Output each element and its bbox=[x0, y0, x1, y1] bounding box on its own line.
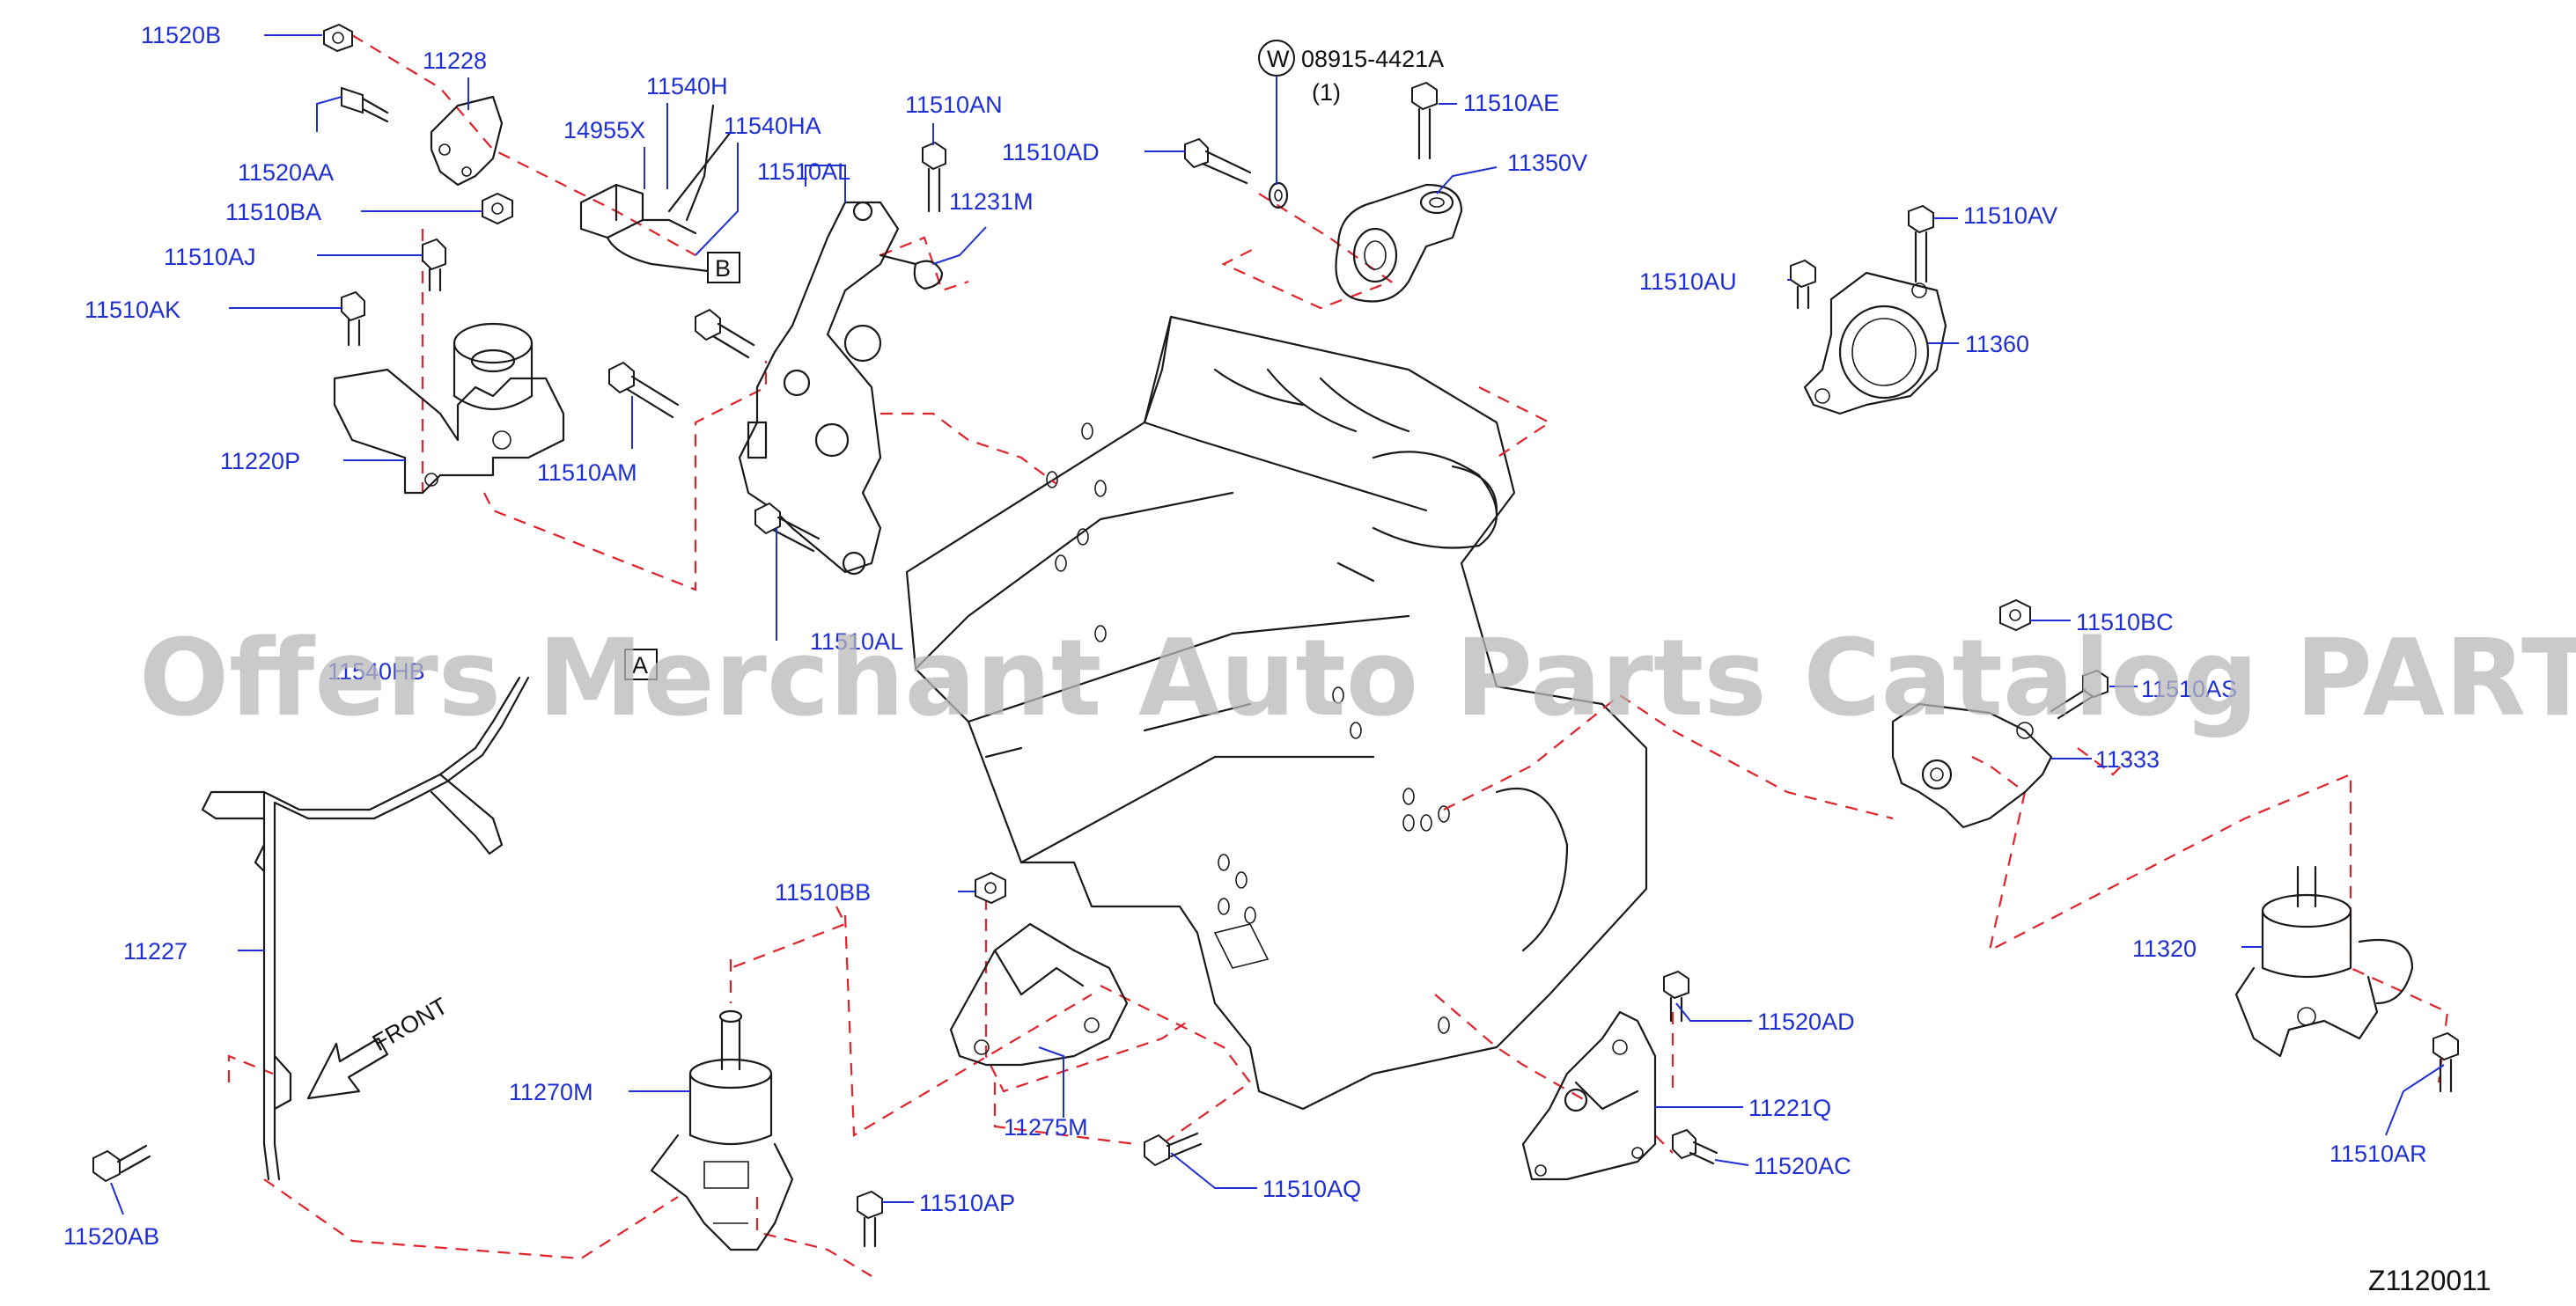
label-11333: 11333 bbox=[2095, 746, 2160, 773]
label-11510am: 11510AM bbox=[537, 459, 637, 486]
engine-bolt-holes bbox=[1046, 422, 1450, 1034]
label-11510ar: 11510AR bbox=[2329, 1141, 2427, 1167]
label-11510al-top: 11510AL bbox=[757, 158, 850, 185]
label-08915-4421a: 08915-4421A bbox=[1301, 46, 1444, 72]
bolt-11510av-drawing bbox=[1908, 204, 1934, 283]
bracket-11510al-drawing bbox=[738, 201, 944, 576]
mount-11220p-drawing bbox=[333, 322, 565, 495]
bolt-11520ab-drawing bbox=[92, 1144, 151, 1183]
bolt-11520aa-drawing bbox=[341, 86, 389, 123]
label-11510bb: 11510BB bbox=[775, 879, 871, 906]
label-11540h: 11540H bbox=[646, 73, 728, 99]
bolt-11510ak-drawing bbox=[341, 290, 365, 347]
label-11231m: 11231M bbox=[949, 188, 1034, 215]
label-11520ac: 11520AC bbox=[1754, 1153, 1851, 1179]
label-11520b: 11520B bbox=[141, 22, 221, 48]
watermark-text: Offers Merchant Auto Parts Catalog PARTS… bbox=[139, 618, 2576, 740]
front-label: FRONT bbox=[368, 993, 453, 1056]
label-11510aj: 11510AJ bbox=[164, 244, 256, 270]
bolt-11510al-drawing bbox=[695, 308, 755, 359]
label-14955x: 14955X bbox=[563, 117, 645, 143]
ref-box-b: B bbox=[707, 252, 740, 283]
washer-symbol-letter: W bbox=[1267, 46, 1290, 72]
label-11520ab: 11520AB bbox=[63, 1223, 159, 1250]
nut-11510bc-drawing bbox=[1999, 598, 2031, 632]
label-11520ad: 11520AD bbox=[1757, 1009, 1855, 1035]
bolt-11510ae-drawing bbox=[1411, 81, 1438, 160]
label-11520aa: 11520AA bbox=[238, 159, 334, 186]
ref-box-a: A bbox=[624, 649, 658, 680]
label-11227: 11227 bbox=[123, 938, 188, 965]
mount-11270m-drawing bbox=[650, 1009, 794, 1251]
bracket-11221q-drawing bbox=[1521, 1010, 1657, 1181]
label-11510ap: 11510AP bbox=[919, 1190, 1015, 1216]
bolt-11510aq-drawing bbox=[1144, 1132, 1203, 1167]
engine-block-drawing bbox=[905, 315, 1648, 1111]
bracket-11228-drawing bbox=[430, 95, 504, 187]
bolt-11510ar-drawing bbox=[2432, 1031, 2459, 1093]
label-11510bc: 11510BC bbox=[2076, 609, 2174, 635]
bracket-11360-drawing bbox=[1803, 271, 1947, 415]
label-11510ak: 11510AK bbox=[85, 297, 180, 323]
washer-symbol: W bbox=[1258, 40, 1295, 77]
label-11510an: 11510AN bbox=[905, 92, 1003, 118]
sensor-14955x-drawing bbox=[579, 104, 732, 275]
label-11221q: 11221Q bbox=[1748, 1095, 1831, 1121]
label-11350v: 11350V bbox=[1507, 150, 1587, 176]
bolt-11520ad-drawing bbox=[1663, 970, 1689, 1023]
label-11510aq: 11510AQ bbox=[1262, 1176, 1361, 1202]
label-11320: 11320 bbox=[2132, 935, 2197, 962]
bolt-11510ad-drawing bbox=[1184, 137, 1252, 185]
label-11228: 11228 bbox=[423, 48, 487, 74]
bolt-11510au-drawing bbox=[1790, 259, 1816, 310]
label-11360: 11360 bbox=[1965, 331, 2029, 357]
nut-11520b-drawing bbox=[323, 23, 353, 53]
bolt-11510an-drawing bbox=[922, 141, 946, 213]
diagram-code: Z1120011 bbox=[2368, 1265, 2491, 1296]
label-11220p: 11220P bbox=[220, 448, 300, 474]
part-labels: 11520B 11228 11540H 14955X 11540HA 11510… bbox=[63, 22, 2427, 1250]
label-11510al-bottom: 11510AL bbox=[810, 628, 903, 655]
label-11510ba: 11510BA bbox=[225, 199, 321, 225]
leader-lines bbox=[110, 34, 2445, 1215]
bolt-11510aj-drawing bbox=[422, 238, 446, 292]
harness-11227-drawing bbox=[201, 676, 530, 1181]
bolt-11510as-drawing bbox=[2050, 669, 2109, 720]
bolt-11510am-drawing bbox=[608, 361, 680, 419]
label-11270m: 11270M bbox=[509, 1079, 593, 1105]
label-11275m: 11275M bbox=[1004, 1114, 1088, 1141]
washer-08915-drawing bbox=[1268, 181, 1289, 209]
bolt-11510ap-drawing bbox=[857, 1190, 883, 1248]
bracket-11333-drawing bbox=[1891, 702, 2053, 829]
mount-11320-drawing bbox=[2234, 865, 2414, 1058]
label-quantity-1: (1) bbox=[1312, 79, 1341, 106]
bolt-11520ac-drawing bbox=[1672, 1128, 1719, 1165]
label-11510av: 11510AV bbox=[1963, 202, 2057, 229]
torque-rod-11350v-drawing bbox=[1335, 183, 1463, 303]
nut-11510ba-drawing bbox=[482, 192, 513, 225]
ref-a-letter: A bbox=[632, 652, 648, 679]
label-11510as: 11510AS bbox=[2141, 676, 2237, 702]
label-11540ha: 11540HA bbox=[724, 113, 821, 139]
nut-11510bb-drawing bbox=[975, 871, 1006, 905]
label-11510ad: 11510AD bbox=[1002, 139, 1100, 165]
bolt-11510al-lower-drawing bbox=[754, 502, 821, 553]
ref-b-letter: B bbox=[715, 255, 731, 282]
label-11510au: 11510AU bbox=[1639, 268, 1737, 295]
front-arrow: FRONT bbox=[306, 993, 453, 1100]
label-11540hb: 11540HB bbox=[328, 658, 425, 685]
bracket-11275m-drawing bbox=[949, 922, 1129, 1067]
label-11510ae: 11510AE bbox=[1463, 90, 1559, 116]
